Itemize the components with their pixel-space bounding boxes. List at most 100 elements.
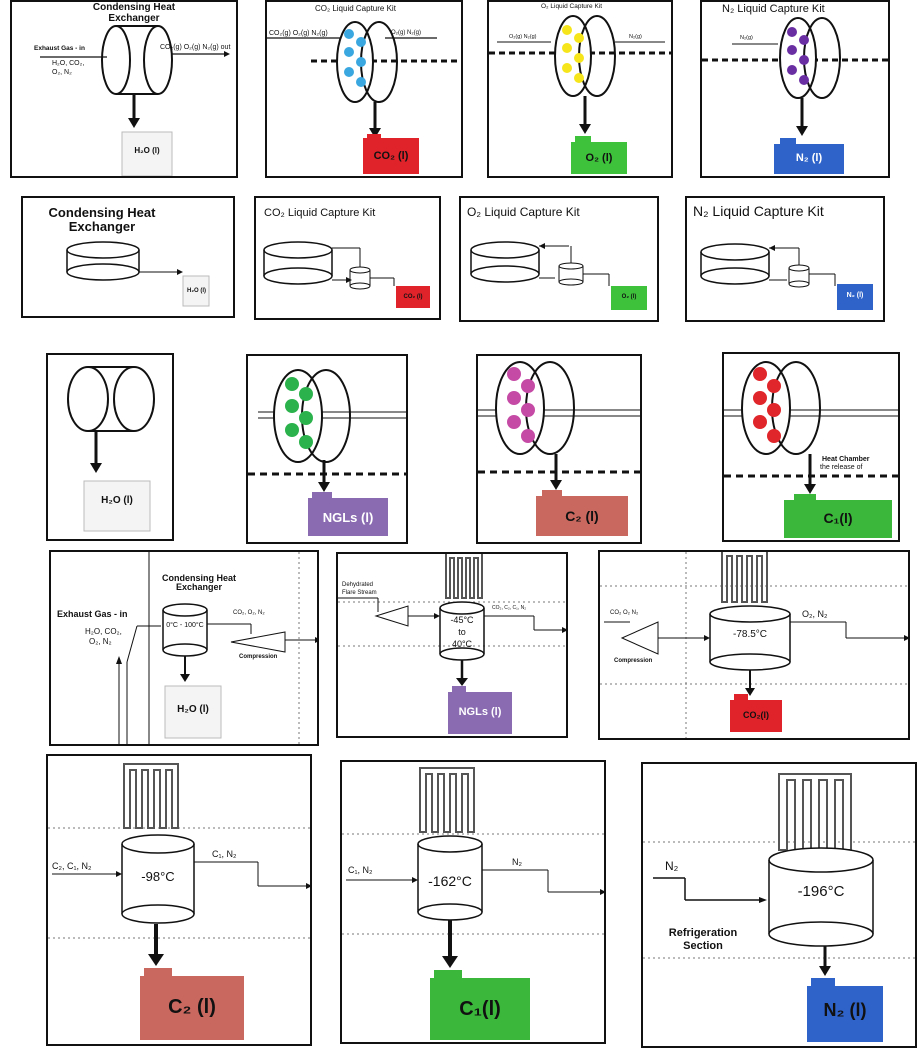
r5p2-temp: -162°C: [428, 873, 472, 889]
r3p2-tank-label: NGLs (l): [322, 510, 374, 525]
r1p1-inlet-species2: O₂, N₂: [52, 69, 72, 76]
r1p1-title: Condensing Heat Exchanger: [92, 2, 176, 24]
n2-kit-drawing: [702, 17, 888, 174]
r1p2-tank-label: CO₂ (l): [373, 150, 409, 162]
r1p2-inlet-label: CO₂(g) O₂(g) N₂(g): [269, 30, 328, 37]
r4p2-inlet-label: Dehydrated: [342, 582, 374, 588]
panel-r4-co2: CO₂ O₂ N₂ Compression -78.5°C O₂, N₂ CO₂…: [598, 550, 910, 740]
r1p1-outlet-label: CO₂(g) O₂(g) N₂(g) out: [160, 44, 231, 51]
r4p1-inlet-label: Exhaust Gas - in: [57, 609, 128, 619]
r1p3-title: O₂ Liquid Capture Kit: [541, 3, 603, 10]
r4p1-outlet-label: CO₂, O₂, N₂: [233, 610, 265, 616]
panel-r1-o2-kit: O₂ Liquid Capture Kit O₂(g) N₂(g) N₂(g) …: [487, 0, 673, 178]
r5p2-outlet-label: N₂: [512, 857, 522, 867]
r5p3-section-label2: Section: [683, 940, 723, 952]
r3-ngl-drawing: [248, 369, 406, 536]
o2-kit-drawing: [489, 15, 671, 174]
r4p3-inlet-label: CO₂ O₂ N₂: [610, 610, 639, 616]
r1p3-inlet-label: O₂(g) N₂(g): [509, 34, 537, 40]
r4p1-inlet-species: H₂O, CO₂,: [85, 627, 122, 636]
r5p3-tank-label: N₂ (l): [823, 1000, 867, 1020]
panel-r3-water: H₂O (l): [46, 353, 174, 541]
r4-co2-drawing: [600, 552, 908, 738]
r2-n2-kit-drawing: [700, 243, 873, 310]
panel-r3-ngl: NGLs (l): [246, 354, 408, 544]
r5p1-temp: -98°C: [141, 869, 175, 884]
panel-r1-heat-exchanger: Condensing Heat Exchanger Exhaust Gas - …: [10, 0, 238, 178]
r4p2-tank-label: NGLs (l): [458, 706, 502, 718]
r1p1-inlet-label: Exhaust Gas - in: [34, 45, 85, 52]
r3-water-drawing: [67, 366, 155, 532]
panel-r4-heat-exchanger: Exhaust Gas - in H₂O, CO₂, O₂, N₂ Conden…: [49, 550, 319, 746]
r5p1-tank-label: C₂ (l): [168, 996, 216, 1018]
r4p2-inlet-label2: Flare Stream: [342, 590, 377, 596]
r4p2-temp-bottom: 40°C: [451, 639, 473, 649]
r1p3-tank-label: O₂ (l): [585, 152, 613, 164]
r2-o2-kit-drawing: [470, 241, 647, 310]
r4p2-temp-mid: to: [458, 627, 466, 637]
r4p1-title: Condensing Heat Exchanger: [161, 573, 236, 593]
r3p4-tank-label: C₁(l): [823, 510, 853, 526]
r4p3-temp: -78.5°C: [732, 629, 767, 640]
r4p1-inlet-species2: O₂, N₂: [89, 637, 112, 646]
r5p1-inlet-label: C₂, C₁, N₂: [52, 861, 92, 871]
r3p4-annotation2: the release of: [820, 464, 863, 471]
panel-r1-n2-kit: N₂ Liquid Capture Kit N₂(g) N₂ (l): [700, 0, 890, 178]
r5-c2-drawing: [48, 763, 310, 1040]
r2p2-title: CO₂ Liquid Capture Kit: [264, 207, 376, 219]
r3p3-tank-label: C₂ (l): [565, 508, 599, 524]
r4p2-outlet-label: CO₂, C₂, C₁, N₂: [492, 605, 527, 611]
r5-c1-drawing: [342, 767, 604, 1040]
panel-r5-c1: C₁, N₂ -162°C N₂ C₁(l): [340, 760, 606, 1044]
r4p1-compression-label: Compression: [239, 654, 278, 660]
r1p3-outlet-label: N₂(g): [629, 34, 642, 40]
r5p1-outlet-label: C₁, N₂: [212, 849, 237, 859]
r4p3-compression-label: Compression: [614, 658, 653, 664]
r2p1-title: Condensing Heat Exchanger: [48, 205, 156, 234]
r2p3-title: O₂ Liquid Capture Kit: [467, 205, 580, 219]
panel-r4-ngl: Dehydrated Flare Stream -45°C to 40°C CO…: [336, 552, 568, 738]
r1p4-title: N₂ Liquid Capture Kit: [722, 3, 825, 15]
r1p4-tank-label: N₂ (l): [795, 152, 823, 164]
panel-r3-c1: Heat Chamber the release of C₁(l): [722, 352, 900, 542]
r3p4-annotation: Heat Chamber: [822, 456, 870, 463]
r4p2-temp-top: -45°C: [450, 615, 474, 625]
panel-r2-heat-exchanger: Condensing Heat Exchanger H₂O (l): [21, 196, 235, 318]
r3-c2-drawing: [478, 361, 640, 536]
r4p1-tank-label: H₂O (l): [177, 704, 209, 715]
r4-heat-exchanger-drawing: [116, 552, 317, 744]
r2-co2-kit-drawing: [263, 241, 430, 308]
panel-r1-co2-kit: CO₂ Liquid Capture Kit CO₂(g) O₂(g) N₂(g…: [265, 0, 463, 178]
r4p3-tank-label: CO₂(l): [743, 710, 769, 720]
panel-r3-c2: C₂ (l): [476, 354, 642, 544]
r4-ngl-drawing: [338, 554, 566, 734]
r5p3-inlet-label: N₂: [665, 859, 679, 873]
r2p2-tank-label: CO₂ (l): [403, 294, 423, 300]
r2p3-tank-label: O₂ (l): [621, 294, 637, 300]
r2p4-title: N₂ Liquid Capture Kit: [693, 203, 824, 219]
r4p1-temp: 0°C - 100°C: [166, 622, 204, 629]
r1p2-title: CO₂ Liquid Capture Kit: [315, 4, 396, 13]
panel-r2-n2-kit: N₂ Liquid Capture Kit N₂ (l): [685, 196, 885, 322]
heat-exchanger-drawing: [40, 25, 230, 176]
r5-n2-drawing: [643, 773, 915, 1042]
r5p2-tank-label: C₁(l): [459, 998, 501, 1020]
r2p4-tank-label: N₂ (l): [846, 292, 864, 299]
r5p3-section-label: Refrigeration: [668, 927, 738, 939]
r1p1-inlet-species: H₂O, CO₂,: [52, 60, 85, 67]
r2p1-tank-label: H₂O (l): [187, 288, 206, 294]
panel-r5-c2: C₂, C₁, N₂ -98°C C₁, N₂ C₂ (l): [46, 754, 312, 1046]
panel-r2-o2-kit: O₂ Liquid Capture Kit O₂ (l): [459, 196, 659, 322]
r3-c1-drawing: [724, 361, 898, 538]
r4p3-outlet-label: O₂, N₂: [802, 609, 828, 619]
r1p2-outlet-label: O₂(g) N₂(g): [391, 30, 421, 36]
panel-r5-n2: N₂ -196°C Refrigeration Section N₂ (l): [641, 762, 917, 1048]
r2-heat-exchanger-drawing: [66, 241, 210, 307]
r5p3-temp: -196°C: [797, 883, 845, 900]
panel-r2-co2-kit: CO₂ Liquid Capture Kit CO₂ (l): [254, 196, 441, 320]
r3p1-tank-label: H₂O (l): [101, 495, 133, 506]
r5p2-inlet-label: C₁, N₂: [348, 865, 373, 875]
co2-kit-drawing: [267, 21, 461, 174]
r1p1-tank-label: H₂O (l): [134, 146, 160, 155]
r1p4-inlet-label: N₂(g): [740, 35, 753, 41]
